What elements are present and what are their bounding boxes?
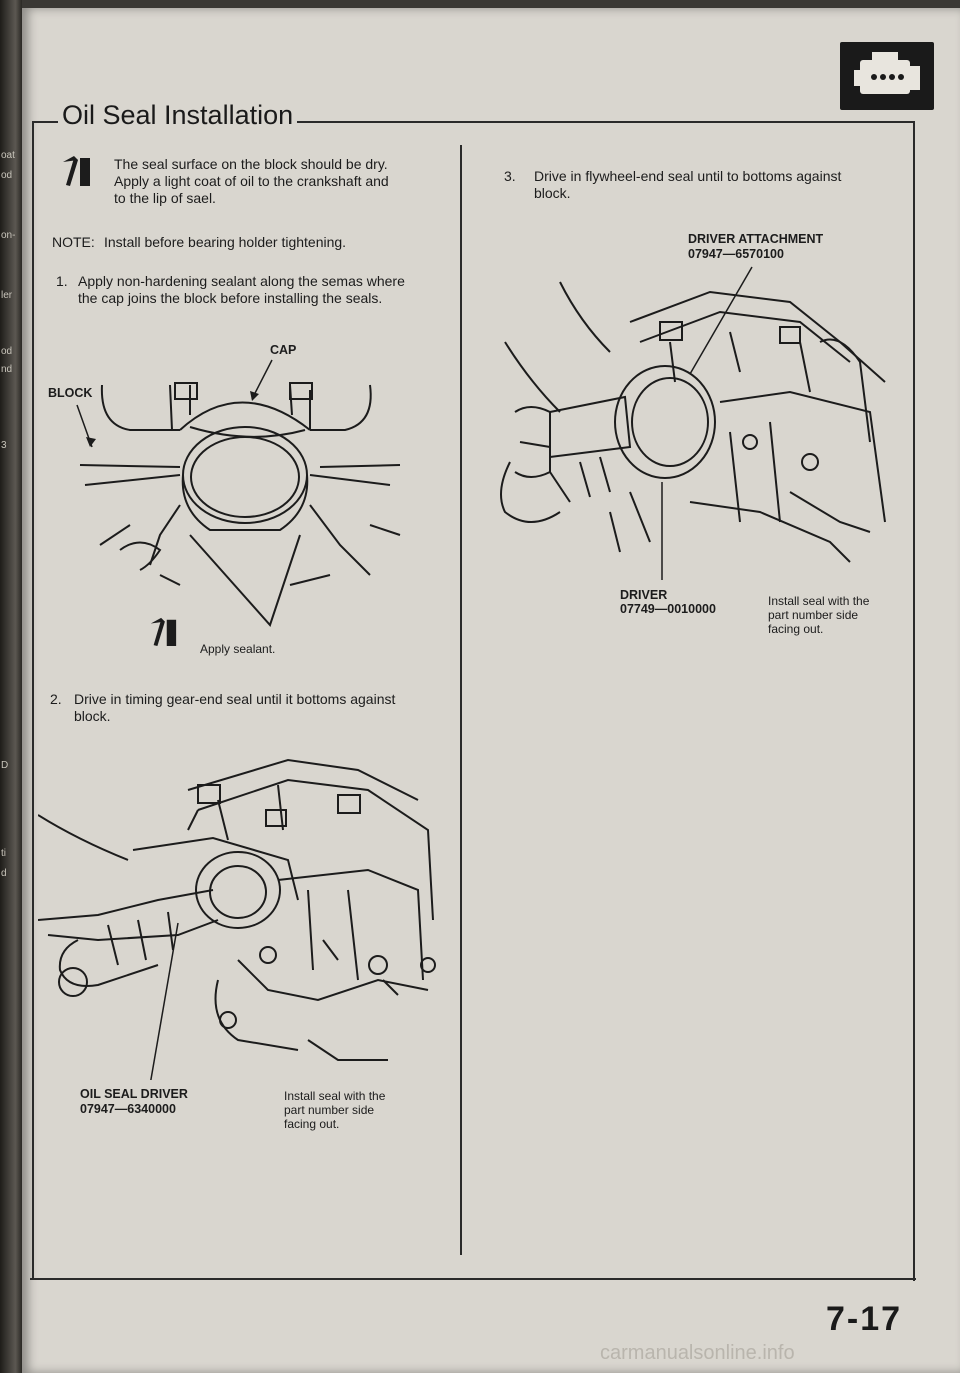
oil-seal-driver-number: 07947—6340000 (80, 1102, 176, 1116)
edge-fragment: D (1, 760, 9, 771)
intro-line: to the lip of sael. (114, 190, 216, 206)
frame-bottom-rule (30, 1278, 916, 1280)
install-note-line: facing out. (768, 622, 824, 636)
frame-right-rule (913, 121, 915, 1281)
manual-page (22, 8, 960, 1373)
engine-section-icon (840, 42, 934, 110)
block-label: BLOCK (48, 386, 93, 400)
intro-line: Apply a light coat of oil to the cranksh… (114, 173, 389, 189)
driver-attachment-name: DRIVER ATTACHMENT (688, 232, 824, 246)
step-text: Apply non-hardening sealant along the se… (78, 273, 405, 289)
intro-line: The seal surface on the block should be … (114, 156, 388, 172)
timing-seal-illustration (38, 758, 436, 1080)
install-note-line: facing out. (284, 1117, 340, 1131)
edge-fragment: on- (1, 230, 16, 241)
edge-fragment: d (1, 868, 7, 879)
edge-fragment: 3 (1, 440, 7, 451)
edge-fragment: nd (1, 364, 13, 375)
edge-fragment: ler (1, 290, 13, 301)
frame-left-rule (32, 121, 34, 1279)
frame-top-rule (32, 121, 914, 123)
driver-number: 07749—0010000 (620, 602, 716, 616)
sealant-caption: Apply sealant. (200, 642, 276, 656)
step-text: Drive in timing gear-end seal until it b… (74, 691, 396, 707)
note-label: NOTE: (52, 234, 95, 250)
cap-block-illustration (76, 359, 401, 627)
sealant-icon (150, 617, 177, 646)
install-note-line: Install seal with the (284, 1089, 386, 1103)
step-text: block. (74, 708, 111, 724)
page-number: 7-17 (826, 1300, 903, 1338)
install-note-line: part number side (768, 608, 859, 622)
step-text: Drive in flywheel-end seal until to bott… (534, 168, 842, 184)
edge-fragment: od (1, 170, 13, 181)
step-number: 1. (56, 273, 68, 289)
driver-attachment-number: 07947—6570100 (688, 247, 784, 261)
section-title: Oil Seal Installation (58, 100, 298, 131)
install-note-line: Install seal with the (768, 594, 870, 608)
binding-edge: oat od on- ler od nd 3 D ti d (0, 0, 22, 1373)
edge-fragment: ti (1, 848, 6, 859)
note-text: Install before bearing holder tightening… (104, 234, 347, 250)
edge-fragment: oat (1, 150, 15, 161)
step-text: block. (534, 185, 571, 201)
step-number: 3. (504, 168, 516, 184)
flywheel-seal-illustration (500, 266, 886, 580)
install-note-line: part number side (284, 1103, 375, 1117)
step-number: 2. (50, 691, 62, 707)
edge-fragment: od (1, 346, 13, 357)
driver-name: DRIVER (620, 588, 668, 602)
step-text: the cap joins the block before installin… (78, 290, 383, 306)
oil-can-icon (63, 156, 90, 186)
column-divider (460, 145, 462, 1255)
oil-seal-driver-name: OIL SEAL DRIVER (80, 1087, 188, 1101)
watermark: carmanualsonline.info (600, 1342, 795, 1364)
cap-label: CAP (270, 343, 297, 357)
